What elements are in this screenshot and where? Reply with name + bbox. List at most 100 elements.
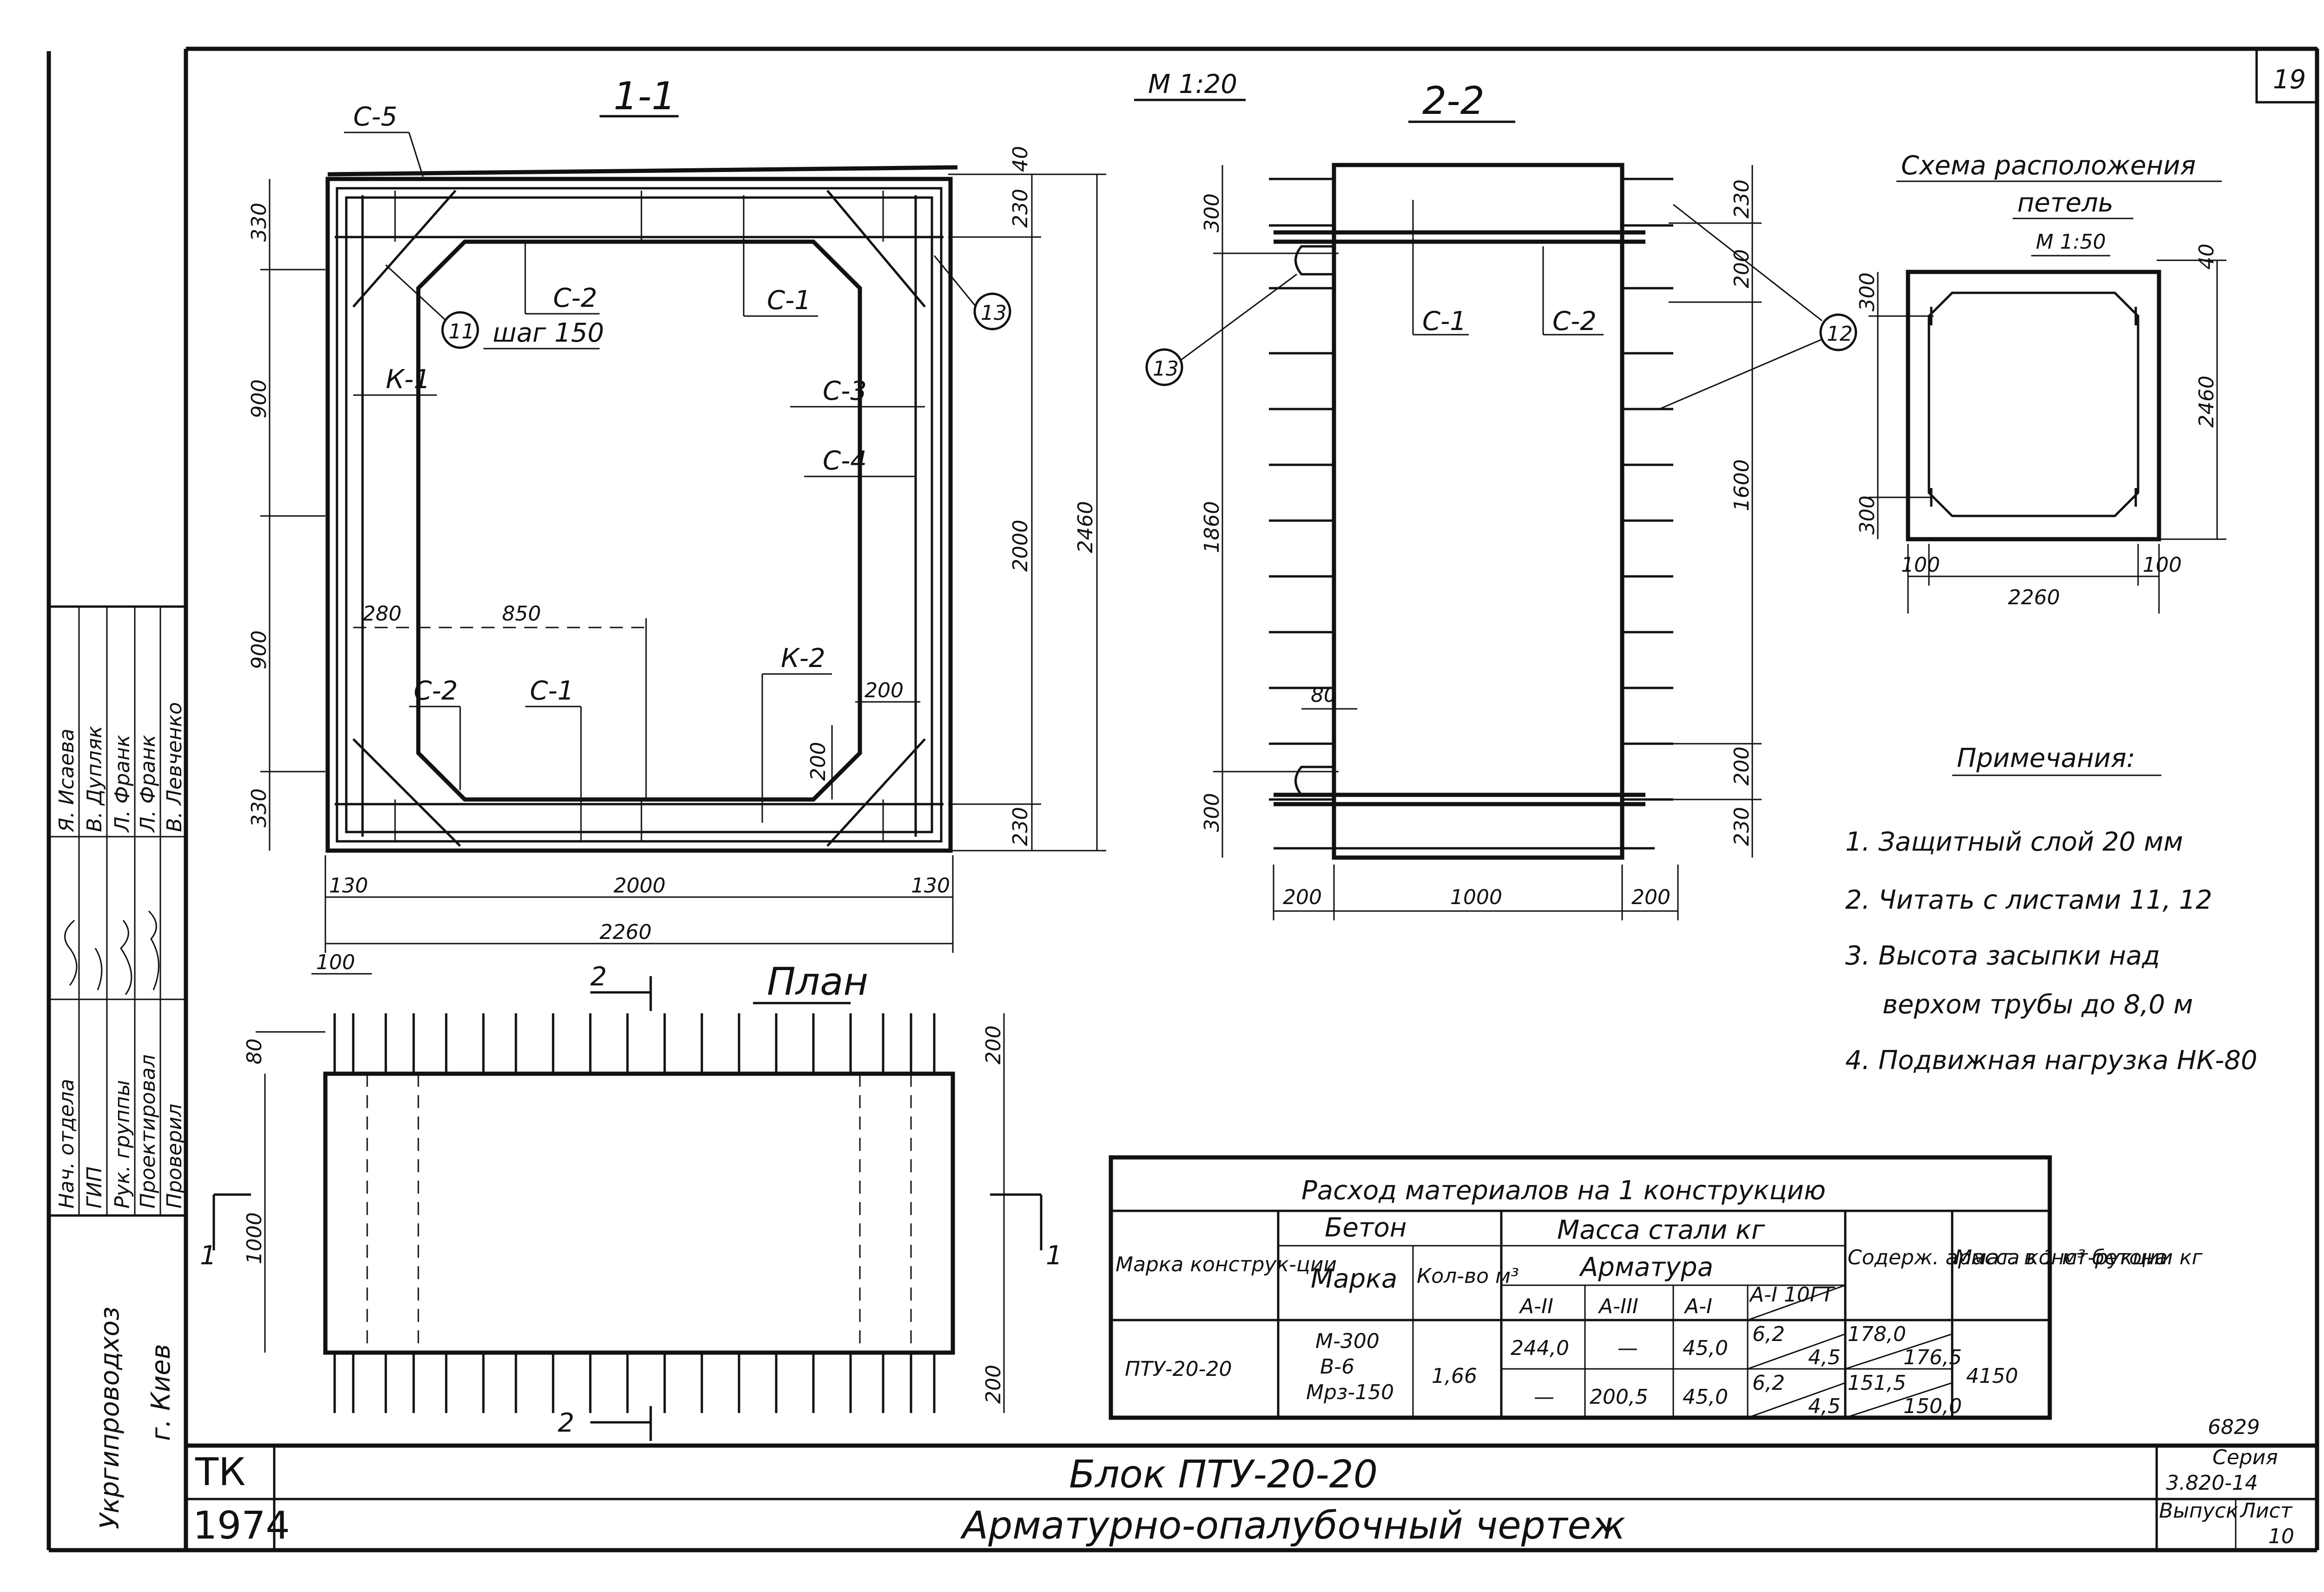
s22-dim-right-lower: 200 (1730, 746, 1754, 786)
loop-title-2: петель (2017, 188, 2113, 218)
s22-label-c2: С-2 (1552, 306, 1597, 337)
name-head-dept: Я. Исаева (55, 728, 79, 832)
th-a2: А-II (1519, 1295, 1553, 1318)
s22-callout-13-circle (1145, 348, 1183, 386)
loop-dim-left-bottom: 300 (1855, 495, 1879, 535)
plan-title: План (767, 960, 868, 1004)
s11-dim-right-mid: 2000 (1009, 520, 1032, 572)
s11-label-c5: С-5 (353, 102, 397, 132)
s22-dim-left-mid: 1860 (1200, 501, 1224, 553)
th-content: Содерж. армат. в 1 м³ бетона (1848, 1246, 2168, 1269)
s11-label-k1: К-1 (386, 364, 430, 395)
row-concrete-mark-1: М-300 (1315, 1329, 1380, 1353)
plan-dim-right-top: 200 (982, 1025, 1005, 1064)
loop-dim-left-top: 300 (1855, 272, 1879, 311)
s11-label-c2-bot: С-2 (414, 676, 458, 706)
s11-dim-right-cover: 40 (1009, 146, 1032, 172)
line2-a2: — (1534, 1385, 1554, 1409)
th-steel: Масса стали кг (1557, 1215, 1765, 1245)
s11-dim-bottom-overall: 2260 (600, 920, 652, 944)
s22-dim-bottom-left: 200 (1283, 885, 1322, 909)
line2-a1: 45,0 (1683, 1385, 1728, 1409)
line1-a1g-a: 6,2 (1752, 1322, 1785, 1346)
row-concrete-mark-3: Мрз-150 (1306, 1381, 1394, 1404)
note-2: 2. Читать с листами 11, 12 (1845, 885, 2212, 915)
s11-label-c2-top: С-2 (553, 283, 597, 313)
tb-series-value: 3.820-14 (2166, 1471, 2258, 1495)
note-1: 1. Защитный слой 20 мм (1845, 827, 2183, 857)
line2-a1g-b: 4,5 (1808, 1394, 1841, 1418)
row-concrete-mark-2: В-6 (1320, 1355, 1354, 1379)
plan-section-mark-bottom: 2 (558, 1408, 574, 1438)
sheet-frame (46, 46, 2319, 1552)
loop-dim-width: 2260 (2008, 586, 2060, 609)
table-title: Расход материалов на 1 конструкцию (1301, 1176, 1826, 1206)
s11-label-c1-top: С-1 (767, 285, 811, 316)
tb-subtitle: Арматурно-опалубочный чертеж (960, 1504, 1625, 1548)
section-1-1: 1-1 330 900 900 330 (247, 74, 1106, 953)
line1-a1: 45,0 (1683, 1336, 1728, 1360)
s22-dim-left-bottom: 300 (1200, 793, 1224, 832)
name-gip: В. Дупляк (83, 726, 106, 832)
s11-callout-11-step: шаг 150 (493, 318, 604, 348)
th-a3: А-III (1598, 1295, 1638, 1318)
th-armature: Арматура (1579, 1252, 1713, 1282)
loop-scale: М 1:50 (2036, 230, 2106, 254)
tb-code: ТК (195, 1450, 245, 1494)
th-mark: Марка конструк-ции (1116, 1253, 1337, 1276)
th-concrete: Бетон (1325, 1213, 1406, 1243)
plan-dim-left-top: 100 (316, 951, 355, 974)
name-designer: Л. Франк (136, 734, 160, 833)
tb-sheet-value: 10 (2268, 1525, 2294, 1548)
th-concrete-mark: Марка (1311, 1264, 1397, 1294)
s22-callout-12-circle (1819, 313, 1857, 351)
materials-table: Расход материалов на 1 конструкцию Марка… (1109, 1155, 2203, 1420)
s11-dim-bottom-right: 130 (911, 874, 950, 898)
role-checker: Проверил (163, 1103, 186, 1209)
s11-label-k2: К-2 (781, 643, 825, 674)
s11-label-c4: С-4 (823, 446, 867, 476)
organization-city: г. Киев (146, 1344, 176, 1441)
s22-callout-12: 12 (1827, 322, 1853, 346)
s22-dim-bottom-mid: 1000 (1450, 885, 1502, 909)
s11-dim-left-upper: 900 (247, 379, 271, 418)
s11-dim-inner-b: 850 (502, 602, 541, 626)
s22-dim-left-small: 80 (1311, 683, 1337, 707)
s11-label-c1-bot: С-1 (530, 676, 574, 706)
notes-title: Примечания: (1957, 743, 2135, 773)
section-1-1-title: 1-1 (614, 74, 676, 119)
line2-a3: 200,5 (1590, 1385, 1648, 1409)
plan-dim-right-bottom: 200 (982, 1365, 1005, 1404)
role-gip: ГИП (83, 1166, 106, 1209)
s22-callout-13: 13 (1153, 357, 1179, 381)
plan-bars-top (333, 1013, 936, 1074)
tb-series-label: Серия (2212, 1446, 2278, 1469)
role-group-lead: Рук. группы (111, 1080, 134, 1209)
tb-sheet-label: Лист (2239, 1499, 2293, 1523)
line2-cont-a: 151,5 (1848, 1371, 1906, 1395)
tb-issue-label: Выпуск (2159, 1499, 2238, 1523)
organization: Укргипроводхоз (95, 1307, 125, 1529)
s22-dim-right-upper: 200 (1730, 249, 1754, 288)
section-2-2: 2-2 (1145, 79, 1857, 920)
tb-number: 6829 (2208, 1415, 2260, 1439)
note-3-cont: верхом трубы до 8,0 м (1882, 990, 2193, 1020)
note-3: 3. Высота засыпки над (1845, 941, 2160, 971)
s11-dim-inner-c: 200 (865, 679, 904, 702)
loop-dim-bot-right: 100 (2143, 553, 2182, 577)
plan-bars-bottom (333, 1353, 936, 1413)
role-designer: Проектировал (136, 1054, 160, 1209)
th-a1-10gt: А-I 10ГТ (1749, 1283, 1835, 1307)
row-mark: ПТУ-20-20 (1125, 1357, 1232, 1381)
line1-a2: 244,0 (1511, 1336, 1569, 1360)
plan-dim-left-edge: 80 (243, 1038, 266, 1064)
s11-dim-right-overall: 2460 (1074, 501, 1097, 553)
line1-a1g-b: 4,5 (1808, 1346, 1841, 1369)
s11-callout-13-circle (973, 292, 1011, 330)
th-a1: А-I (1684, 1295, 1712, 1318)
s22-dim-right-top: 230 (1730, 179, 1754, 218)
loop-scheme: Схема расположения петель М 1:50 300 300… (1855, 151, 2226, 614)
s22-dim-left-top: 300 (1200, 193, 1224, 232)
tb-year: 1974 (193, 1504, 290, 1548)
